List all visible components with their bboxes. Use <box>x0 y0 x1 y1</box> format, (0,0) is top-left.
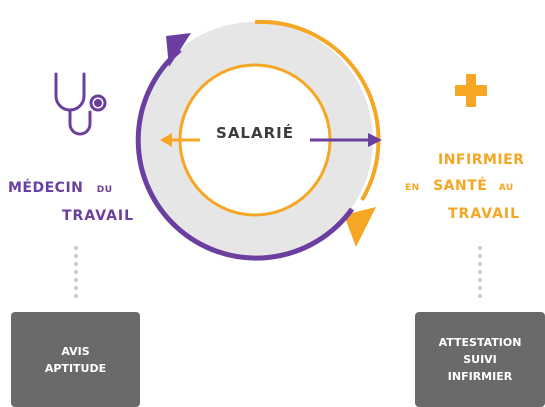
left-box-line2: APTITUDE <box>44 361 107 375</box>
right-box-line2: SUIVI <box>463 353 497 366</box>
center-label: SALARIÉ <box>216 124 294 142</box>
attestation-suivi-infirmier-box: ATTESTATION SUIVI INFIRMIER <box>415 312 545 407</box>
left-title-line1: MÉDECIN DU <box>8 180 113 196</box>
orange-arrowhead <box>344 207 376 247</box>
right-dotted-connector <box>478 246 482 298</box>
right-title-main: SANTÉ <box>433 178 488 194</box>
left-title-part1: MÉDECIN <box>8 180 84 196</box>
right-title-line2: EN SANTÉ AU <box>405 178 514 194</box>
avis-aptitude-box: AVIS APTITUDE <box>11 312 140 407</box>
right-box-line3: INFIRMIER <box>447 370 513 383</box>
plus-cross-icon <box>455 74 487 107</box>
right-title-line3: TRAVAIL <box>448 206 521 222</box>
right-box-line1: ATTESTATION <box>438 336 522 349</box>
right-title-line1: INFIRMIER <box>438 152 525 168</box>
orange-cycle-arc <box>254 19 381 202</box>
right-title-small1: EN <box>405 183 420 193</box>
left-title-small: DU <box>96 185 113 195</box>
right-arrowhead <box>368 133 382 147</box>
left-box-line1: AVIS <box>61 344 90 358</box>
left-title-line2: TRAVAIL <box>62 208 135 224</box>
purple-cycle-arc <box>135 48 355 261</box>
purple-arrowhead <box>166 33 191 67</box>
stethoscope-icon <box>54 72 107 136</box>
right-title-small2: AU <box>498 183 514 193</box>
left-dotted-connector <box>74 246 78 298</box>
left-arrowhead <box>160 133 172 147</box>
